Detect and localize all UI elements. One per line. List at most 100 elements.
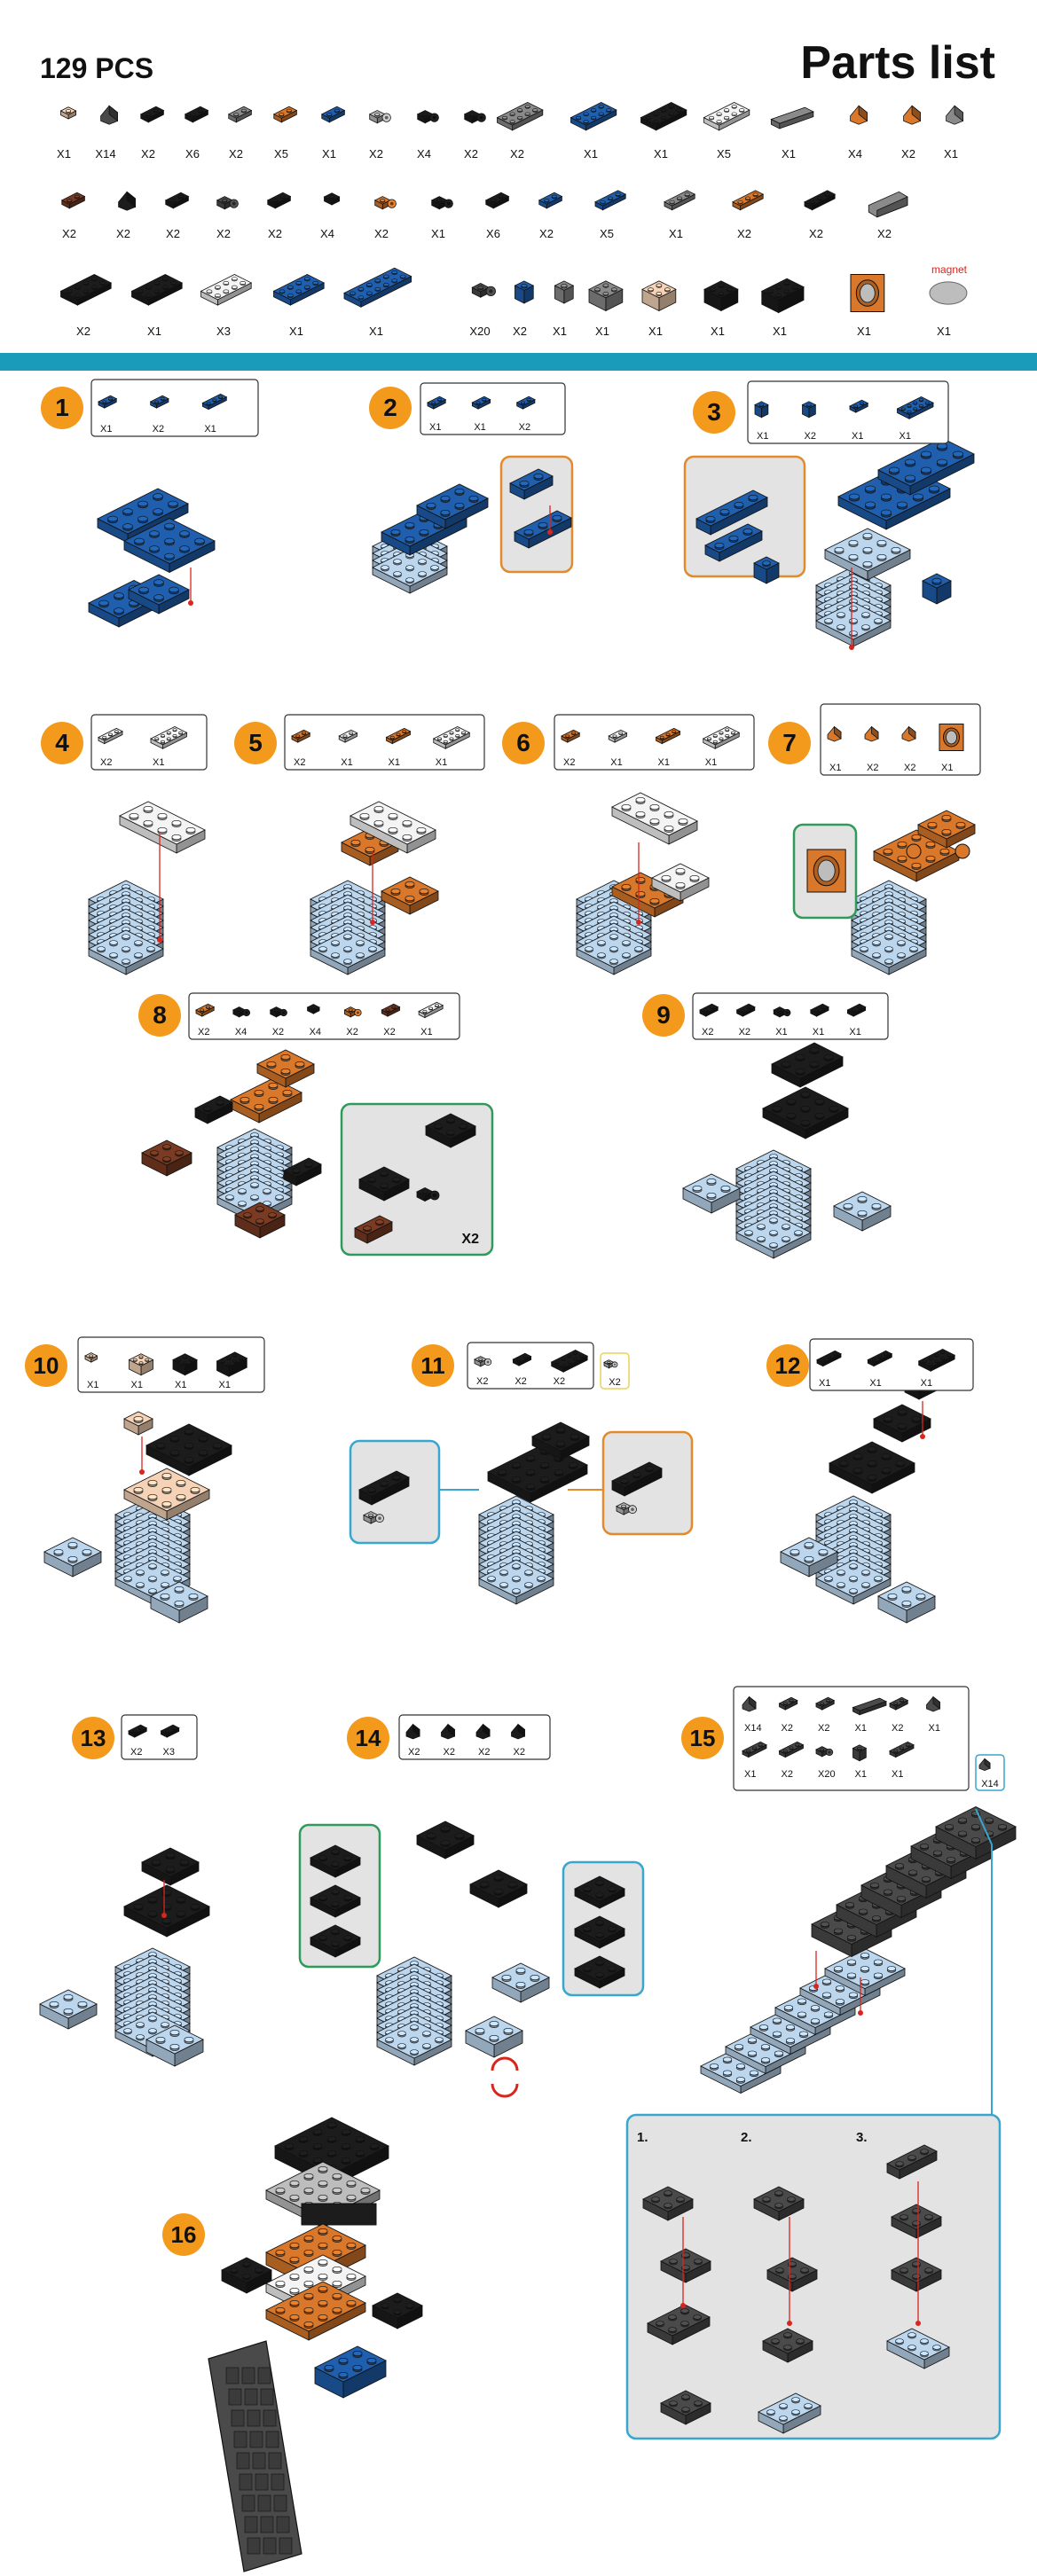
section-divider (0, 353, 1037, 371)
step-number: 5 (248, 729, 263, 756)
step-part-qty: X2 (130, 1747, 142, 1758)
step-part-qty: X2 (272, 1027, 284, 1037)
step-badge (138, 994, 181, 1037)
step-parts-box (733, 1686, 970, 1791)
step-part-qty: X1 (819, 1378, 830, 1389)
part-item: X2 (368, 110, 391, 161)
step-parts-box (554, 714, 755, 771)
step-parts-box (820, 703, 981, 776)
part-item: X2 (496, 102, 544, 161)
part-item: X2 (868, 191, 908, 240)
step-part-qty: X2 (100, 757, 112, 768)
part-item: X2 (59, 274, 113, 338)
part-qty: X2 (809, 227, 823, 240)
part-qty: X1 (773, 325, 787, 338)
step-part-qty: X2 (476, 1376, 488, 1387)
step-part-qty: X1 (941, 763, 953, 773)
extra-part-qty: X14 (981, 1779, 999, 1789)
step-part-qty: X1 (389, 757, 400, 768)
part-item: X2 (139, 106, 165, 161)
part-item: X2 (732, 190, 765, 240)
step-part-qty: X2 (818, 1723, 829, 1734)
part-qty: X6 (486, 227, 500, 240)
step-number: 10 (34, 1352, 59, 1379)
part-item: X1 (130, 274, 184, 338)
step-parts-box (467, 1342, 594, 1390)
step-badge (369, 387, 412, 429)
part-qty: X4 (417, 147, 431, 161)
step-part-qty: X1 (219, 1380, 231, 1390)
step-part-qty: X2 (514, 1747, 525, 1758)
part-qty: X2 (369, 147, 383, 161)
part-qty: X6 (185, 147, 200, 161)
part-item: X1 (343, 267, 412, 338)
step-16: 16 (162, 2117, 423, 2572)
step-number: 7 (782, 729, 797, 756)
part-item: X5 (272, 106, 298, 161)
part-qty: X1 (553, 325, 567, 338)
part-qty: X1 (944, 147, 958, 161)
step-number: 1 (55, 394, 69, 421)
substep-label: 2. (741, 2130, 752, 2145)
part-item: X2 (116, 191, 137, 240)
part-item: X1 (641, 280, 677, 338)
part-qty: X2 (116, 227, 130, 240)
part-qty: X2 (268, 227, 282, 240)
piece-count: 129 PCS (40, 52, 153, 84)
step-badge (681, 1717, 724, 1759)
part-item: X5 (594, 190, 627, 240)
step-part-qty: X1 (87, 1380, 98, 1390)
part-qty: X2 (539, 227, 554, 240)
part-qty: X2 (513, 325, 527, 338)
step-part-qty: X1 (175, 1380, 186, 1390)
step-parts-box (809, 1338, 974, 1391)
step-part-qty: X2 (892, 1723, 903, 1734)
part-item: X4 (320, 192, 341, 240)
step-parts-box (398, 1714, 551, 1760)
step-part-qty: X1 (813, 1027, 824, 1037)
part-item: X1 (850, 274, 885, 338)
extra-part-qty: X2 (609, 1377, 620, 1388)
part-qty: X2 (737, 227, 751, 240)
step-parts-box (420, 382, 566, 435)
part-qty: X1 (648, 325, 663, 338)
substep-label: 3. (856, 2130, 868, 2145)
part-item: X2 (804, 190, 837, 240)
step-part-qty: X2 (702, 1027, 713, 1037)
step-part-qty: X2 (294, 757, 305, 768)
step-number: 16 (171, 2221, 197, 2248)
part-item: X2 (216, 196, 239, 240)
step-part-qty: X2 (805, 431, 816, 442)
part-qty: X20 (469, 325, 490, 338)
step-badge (25, 1344, 67, 1387)
step-number: 15 (690, 1725, 716, 1751)
part-qty: X2 (62, 227, 76, 240)
part-item: X1 (664, 190, 696, 240)
part-item: X1 (320, 106, 346, 161)
step-part-qty: X1 (658, 757, 670, 768)
part-qty: X2 (166, 227, 180, 240)
step-part-qty: X1 (829, 763, 841, 773)
step-part-qty: X14 (744, 1723, 762, 1734)
part-qty: X1 (782, 147, 796, 161)
step-part-qty: X4 (310, 1027, 321, 1037)
part-qty: X2 (464, 147, 478, 161)
step-part-qty: X2 (444, 1747, 455, 1758)
step-badge (347, 1717, 389, 1759)
part-item: X1 (760, 278, 805, 338)
step-part-qty: X1 (775, 1027, 787, 1037)
part-qty: X3 (216, 325, 231, 338)
step-part-qty: X2 (519, 422, 530, 433)
step-badge (162, 2213, 205, 2256)
part-qty: X1 (584, 147, 598, 161)
step-number: 2 (383, 394, 397, 421)
step-part-qty: X2 (198, 1027, 209, 1037)
